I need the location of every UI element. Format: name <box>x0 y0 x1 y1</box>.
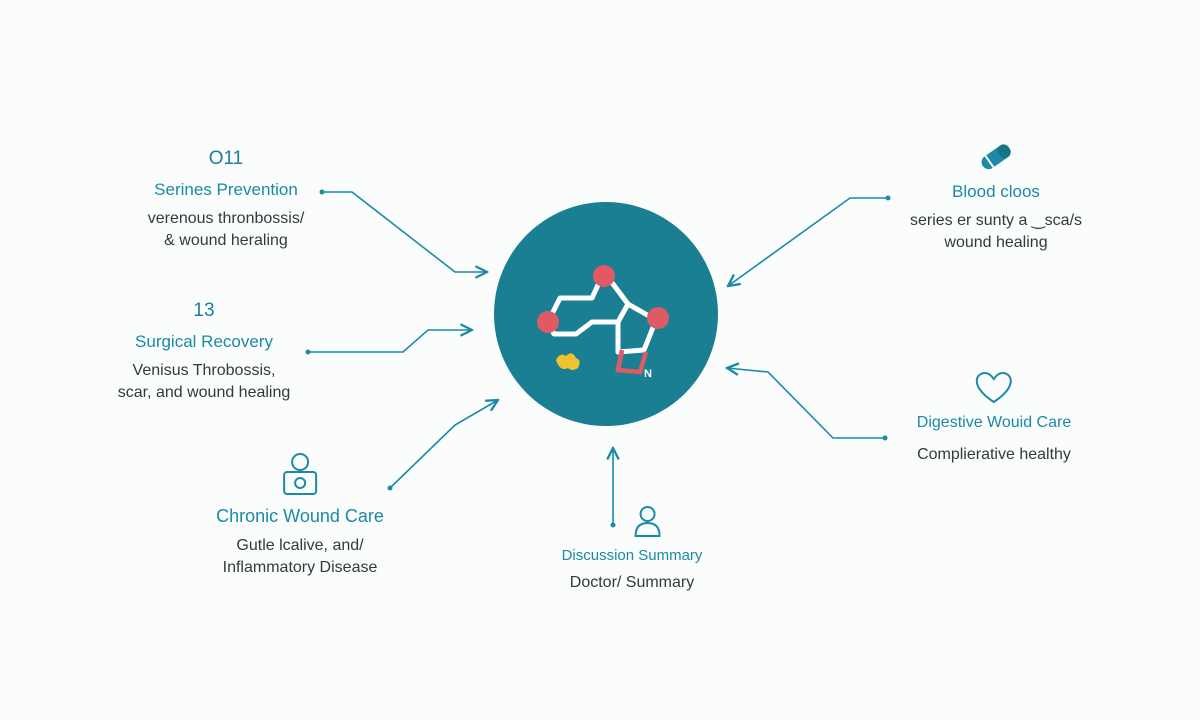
node-desc-line: verenous thronbossis/ <box>147 210 305 227</box>
capsule-icon <box>981 144 1011 170</box>
connector-right-mid <box>727 368 885 439</box>
connector-left-mid <box>308 330 472 353</box>
node-title: Digestive Wouid Care <box>916 414 1072 431</box>
node-digestive-wound-care: Digestive Wouid Care Complierative healt… <box>917 370 1071 466</box>
connector-dot <box>387 485 393 491</box>
connector-dot <box>610 522 616 528</box>
person-badge-icon <box>283 453 317 495</box>
connector-left-bottom <box>389 400 498 489</box>
node-title: Surgical Recovery <box>135 332 273 351</box>
person-icon <box>634 506 662 537</box>
connector-dot <box>319 189 325 195</box>
node-discussion-summary: Discussion Summary Doctor/ Summary <box>561 503 703 594</box>
connector-dot <box>885 195 891 201</box>
node-title: Chronic Wound Care <box>216 506 384 526</box>
node-desc-line: wound healing <box>944 234 1048 251</box>
node-desc-line: series er sunty a ‿sca/s <box>909 212 1083 229</box>
connector-right-top <box>728 197 888 286</box>
heart-icon <box>975 371 1013 404</box>
node-blood-cloos: Blood cloos series er sunty a ‿sca/s wou… <box>910 140 1082 254</box>
node-title: Serines Prevention <box>154 180 298 199</box>
node-desc-line: scar, and wound healing <box>117 384 291 401</box>
node-number: 13 <box>193 300 215 321</box>
hub-label: N <box>644 368 652 380</box>
node-desc-line: Venisus Throbossis, <box>132 362 276 379</box>
molecule-icon: N <box>537 265 669 380</box>
node-number: O11 <box>208 148 244 169</box>
node-chronic-wound-care: Chronic Wound Care Gutle lcalive, and/ I… <box>216 450 384 579</box>
node-serines-prevention: O11 Serines Prevention verenous thronbos… <box>148 148 305 252</box>
node-desc-line: Doctor/ Summary <box>569 574 695 591</box>
connector-left-top <box>322 191 487 272</box>
node-desc-line: Inflammatory Disease <box>222 559 378 576</box>
node-surgical-recovery: 13 Surgical Recovery Venisus Throbossis,… <box>118 300 291 404</box>
node-desc-line: Complierative healthy <box>917 446 1071 463</box>
node-desc-line: Gutle lcalive, and/ <box>236 537 364 554</box>
connector-dot <box>305 349 311 355</box>
node-desc-line: & wound heraling <box>164 232 288 249</box>
connector-dot <box>882 435 888 441</box>
node-title: Discussion Summary <box>561 547 703 564</box>
node-title: Blood cloos <box>952 182 1040 201</box>
hub-circle: N <box>494 202 718 426</box>
